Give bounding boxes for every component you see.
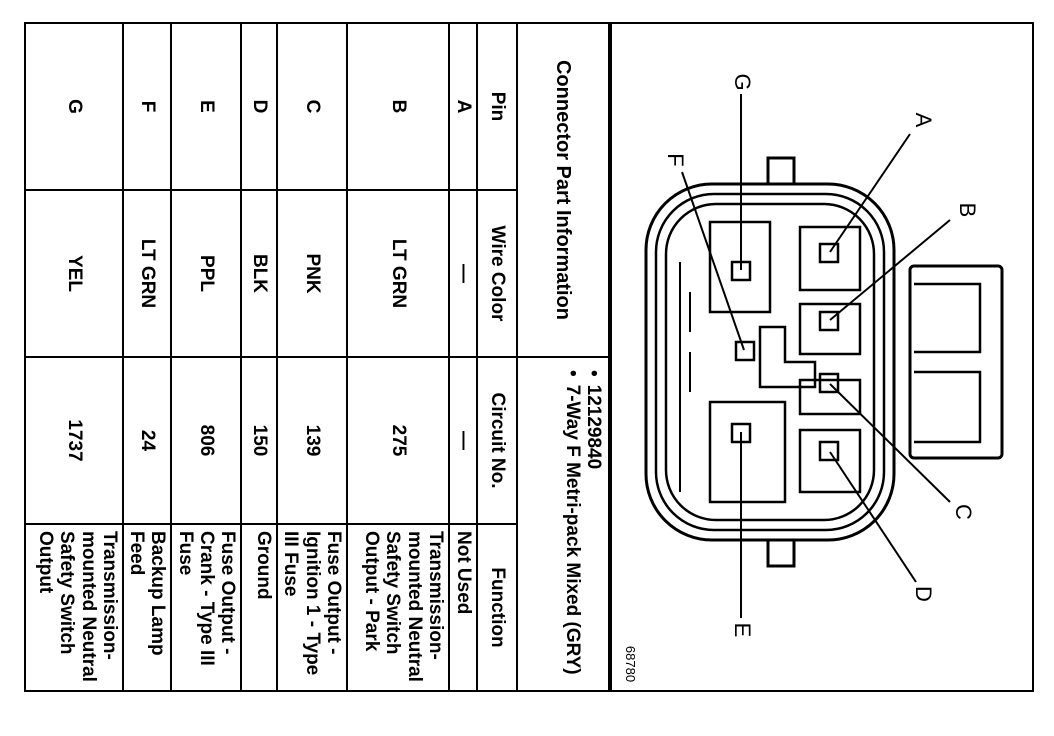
circuit-cell: 24 bbox=[122, 357, 172, 524]
table-row: B LT GRN 275 Transmission-mounted Neutra… bbox=[347, 23, 449, 691]
circuit-cell: 139 bbox=[277, 357, 347, 524]
wire-color-cell: BLK bbox=[241, 190, 278, 357]
wire-color-cell: YEL bbox=[24, 190, 123, 357]
connector-info-row: Connector Part Information 12129840 7-Wa… bbox=[517, 23, 609, 691]
cavity-G bbox=[708, 220, 772, 314]
function-cell: Fuse Output - Crank - Type III Fuse bbox=[171, 524, 242, 691]
latch-detail bbox=[914, 282, 982, 444]
column-header-row: Pin Wire Color Circuit No. Function bbox=[477, 23, 517, 691]
circuit-cell: 150 bbox=[241, 357, 278, 524]
connector-body-mid bbox=[654, 192, 886, 532]
pin-cell: A bbox=[449, 23, 477, 190]
table-row: G YEL 1737 Transmission-mounted Neutral … bbox=[24, 23, 123, 691]
part-number: 12129840 bbox=[583, 370, 604, 684]
pin-label-A: A bbox=[911, 113, 936, 128]
cavity-D bbox=[798, 428, 862, 494]
connector-body-inner bbox=[664, 202, 876, 522]
cavity-A bbox=[798, 225, 862, 292]
connector-part-info-label: Connector Part Information bbox=[517, 23, 609, 357]
table-row: C PNK 139 Fuse Output - Ignition 1 - Typ… bbox=[277, 23, 347, 691]
table-row: D BLK 150 Ground bbox=[241, 23, 278, 691]
pin-label-E: E bbox=[730, 623, 755, 638]
pin-B bbox=[818, 310, 840, 332]
pin-cell: G bbox=[24, 23, 123, 190]
diagram-frame bbox=[610, 22, 1034, 692]
pin-label-G: G bbox=[730, 73, 755, 90]
circuit-cell: 806 bbox=[171, 357, 242, 524]
part-info-list: 12129840 7-Way F Metri-pack Mixed (GRY) bbox=[561, 364, 606, 684]
function-cell: Fuse Output - Ignition 1 - Type III Fuse bbox=[277, 524, 347, 691]
figure-number: 68780 bbox=[623, 646, 638, 682]
part-info-cell: 12129840 7-Way F Metri-pack Mixed (GRY) bbox=[517, 357, 609, 691]
circuit-no-header: Circuit No. bbox=[477, 357, 517, 524]
leader-F bbox=[681, 171, 745, 351]
leader-C bbox=[829, 383, 951, 503]
pin-label-C: C bbox=[951, 504, 976, 520]
pin-cell: F bbox=[122, 23, 172, 190]
wire-color-cell: PNK bbox=[277, 190, 347, 357]
pin-cell: C bbox=[277, 23, 347, 190]
pin-F bbox=[734, 340, 756, 362]
function-cell: Transmission-mounted Neutral Safety Swit… bbox=[347, 524, 449, 691]
wire-color-cell: LT GRN bbox=[347, 190, 449, 357]
cavity-F bbox=[758, 325, 817, 389]
function-cell: Backup Lamp Feed bbox=[122, 524, 172, 691]
function-header: Function bbox=[477, 524, 517, 691]
circuit-cell: 275 bbox=[347, 357, 449, 524]
pin-cell: B bbox=[347, 23, 449, 190]
pin-label-D: D bbox=[911, 586, 936, 602]
connector-top-tab bbox=[766, 156, 796, 186]
connector-latch bbox=[908, 264, 1004, 460]
pin-D bbox=[818, 440, 840, 462]
connector-description: 7-Way F Metri-pack Mixed (GRY) bbox=[561, 370, 583, 684]
cavity-B bbox=[798, 302, 862, 356]
table-row: E PPL 806 Fuse Output - Crank - Type III… bbox=[171, 23, 242, 691]
pin-A bbox=[818, 242, 840, 264]
pin-cell: D bbox=[241, 23, 278, 190]
connector-face-diagram: G A B F C D E 68780 bbox=[623, 73, 1004, 682]
connector-body-outer bbox=[644, 182, 896, 542]
cavity-rib bbox=[679, 262, 691, 492]
circuit-cell: — bbox=[449, 357, 477, 524]
function-cell: Transmission-mounted Neutral Safety Swit… bbox=[24, 524, 123, 691]
pin-cell: E bbox=[171, 23, 242, 190]
connector-table-rotated: Connector Part Information 12129840 7-Wa… bbox=[0, 22, 610, 692]
wire-color-cell: PPL bbox=[171, 190, 242, 357]
table-row: F LT GRN 24 Backup Lamp Feed bbox=[122, 23, 172, 691]
connector-bottom-tab bbox=[766, 538, 796, 568]
table-row: A — — Not Used bbox=[449, 23, 477, 691]
function-cell: Ground bbox=[241, 524, 278, 691]
leader-D bbox=[829, 451, 917, 583]
cavity-E bbox=[708, 400, 787, 504]
pin-C bbox=[818, 372, 840, 394]
wire-color-cell: LT GRN bbox=[122, 190, 172, 357]
pin-label-F: F bbox=[663, 153, 688, 166]
wire-color-header: Wire Color bbox=[477, 190, 517, 357]
function-cell: Not Used bbox=[449, 524, 477, 691]
leader-B bbox=[829, 219, 951, 321]
pin-label-B: B bbox=[955, 203, 980, 218]
circuit-cell: 1737 bbox=[24, 357, 123, 524]
leader-A bbox=[829, 133, 911, 253]
wire-color-cell: — bbox=[449, 190, 477, 357]
pin-header: Pin bbox=[477, 23, 517, 190]
connector-info-table: Connector Part Information 12129840 7-Wa… bbox=[24, 22, 610, 692]
